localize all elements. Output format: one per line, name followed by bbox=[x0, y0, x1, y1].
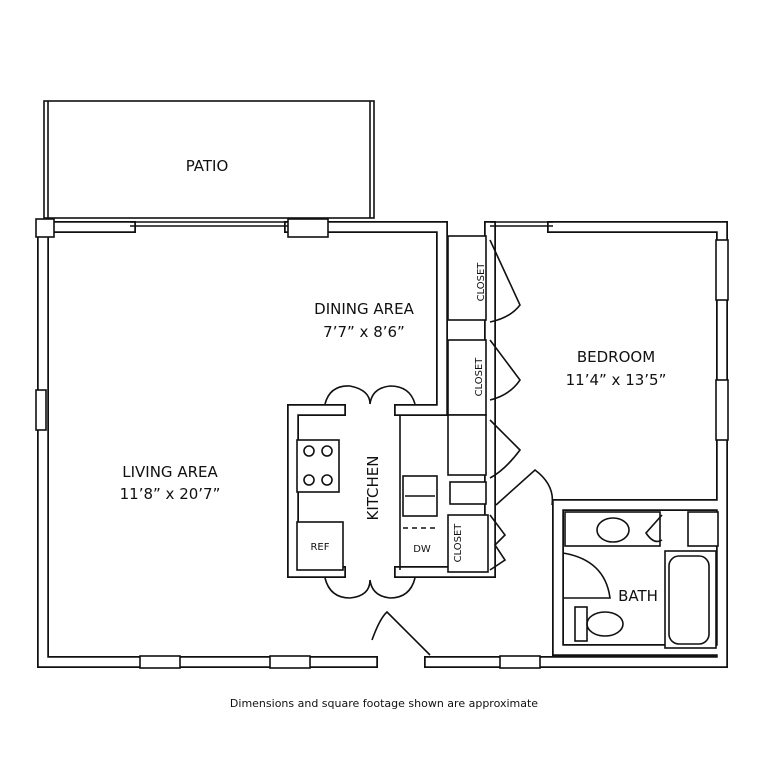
room-size-dining: 7’7” x 8’6” bbox=[323, 323, 405, 341]
room-label-dining: DINING AREA bbox=[314, 300, 414, 318]
bath bbox=[562, 511, 719, 649]
room-size-living: 11’8” x 20’7” bbox=[120, 485, 221, 503]
closet-label: CLOSET bbox=[453, 523, 464, 563]
entry-door bbox=[371, 610, 431, 656]
dishwasher-label: DW bbox=[413, 544, 431, 555]
room-label-living: LIVING AREA bbox=[122, 463, 218, 481]
burner-icon bbox=[303, 474, 315, 486]
room-label-kitchen: KITCHEN bbox=[364, 456, 382, 521]
closet-label: CLOSET bbox=[474, 357, 485, 397]
burner-icon bbox=[321, 445, 333, 457]
burner-icon bbox=[303, 445, 315, 457]
room-label-bath: BATH bbox=[618, 587, 658, 605]
room-size-bedroom: 11’4” x 13’5” bbox=[566, 371, 667, 389]
footer-note: Dimensions and square footage shown are … bbox=[230, 697, 538, 710]
kitchen: REF DW bbox=[296, 385, 438, 599]
sink-icon bbox=[596, 517, 630, 543]
patio bbox=[43, 100, 375, 219]
walls bbox=[35, 218, 729, 669]
patio-outline bbox=[43, 100, 375, 219]
room-label-bedroom: BEDROOM bbox=[577, 348, 655, 366]
toilet-icon bbox=[586, 611, 624, 637]
refrigerator-label: REF bbox=[310, 542, 329, 553]
refrigerator bbox=[296, 521, 344, 571]
stove bbox=[296, 439, 340, 493]
toilet-tank bbox=[574, 606, 588, 642]
closet-label: CLOSET bbox=[476, 262, 487, 302]
bathtub bbox=[668, 555, 710, 645]
room-label-patio: PATIO bbox=[186, 157, 229, 175]
burner-icon bbox=[321, 474, 333, 486]
closets bbox=[447, 235, 554, 573]
